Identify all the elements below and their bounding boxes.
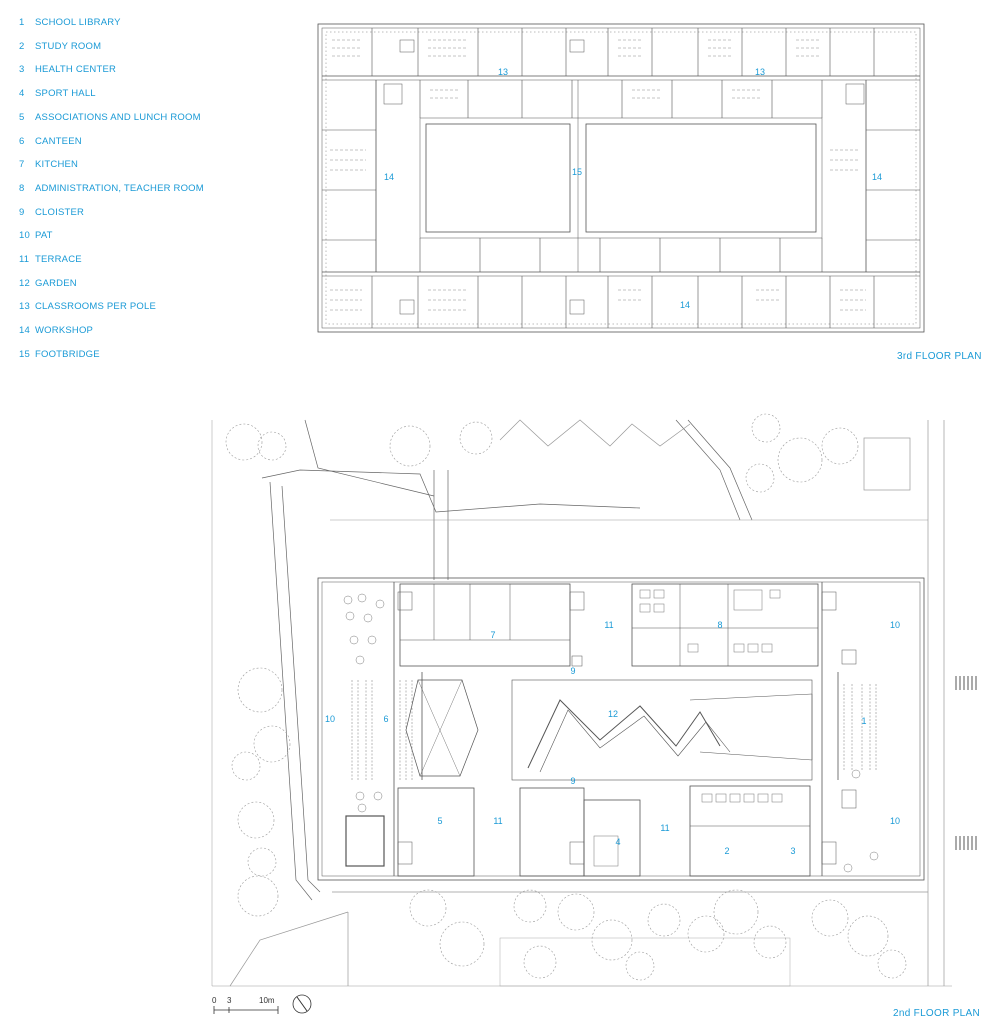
label-pat: 10 [890,620,900,630]
label-terrace: 11 [604,620,613,630]
label-terrace: 11 [493,816,502,826]
label-classrooms-per-pole: 13 [755,67,765,77]
site-trees [225,413,907,981]
label-associations: 5 [437,816,442,826]
third-floor-labels: 13 13 14 15 14 14 [384,67,882,310]
label-workshop: 14 [872,172,882,182]
third-floor-side-partitions [322,80,920,272]
label-canteen: 6 [383,714,388,724]
sport-hall-block [583,799,641,877]
round-tables [343,593,879,873]
scale-three: 3 [227,996,232,1005]
atrium-line [417,679,461,777]
label-kitchen: 7 [490,630,495,640]
site-road [261,469,641,513]
third-floor-top-partitions [371,28,875,118]
third-floor-stairs [383,39,865,315]
label-workshop: 14 [384,172,394,182]
second-floor-caption: 2nd FLOOR PLAN [893,1008,981,1019]
admin-block [631,583,819,667]
crosswalk [955,676,977,850]
label-study-room: 2 [724,846,729,856]
label-cloister: 9 [570,666,575,676]
site-road [269,481,313,901]
third-floor-desks [330,39,866,311]
second-floor-inner-wall [321,581,921,877]
second-floor-building [317,577,925,881]
site-road [304,419,435,497]
third-floor-bottom-partitions [371,238,875,328]
site-road [675,419,741,521]
label-classrooms-per-pole: 13 [498,67,508,77]
third-floor-outer-wall [317,23,925,333]
north-arrow-icon [292,994,312,1014]
lunch-block [345,815,385,867]
lower-block [519,787,585,877]
canteen-tables [351,680,877,780]
second-floor-labels: 7 11 8 10 9 10 6 12 1 9 5 11 11 4 2 3 10 [325,620,900,856]
kitchen-block [399,583,571,667]
second-floor-outer-wall [317,577,925,881]
scale-bar: 0 3 10m [212,996,279,1014]
label-pat: 10 [325,714,335,724]
label-terrace: 11 [660,823,669,833]
third-floor-courtyard-right [585,123,817,233]
site-road [687,419,753,521]
label-garden: 12 [608,709,618,719]
atrium [405,679,479,777]
third-floor-cloister-ring [419,117,823,239]
study-block [689,785,811,877]
garden-path [527,699,721,769]
scale-zero: 0 [212,996,217,1005]
associations-block [397,787,475,877]
label-footbridge: 15 [572,167,582,177]
label-cloister: 9 [570,776,575,786]
third-floor-plan [317,23,925,333]
site-bench-area [499,937,791,987]
label-health-center: 3 [790,846,795,856]
label-administration: 8 [717,620,722,630]
label-school-library: 1 [861,716,866,726]
label-pat: 10 [890,816,900,826]
admin-desks [593,589,783,867]
third-floor-facade-columns [325,31,917,325]
second-floor-stairs [397,591,857,865]
site-parking [863,437,911,491]
second-floor-site [211,419,977,987]
third-floor-courtyard-left [425,123,571,233]
third-floor-inner-wall [321,27,921,329]
label-workshop: 14 [680,300,690,310]
third-floor-caption: 3rd FLOOR PLAN [897,351,982,362]
atrium-line [419,679,463,777]
site-edge [499,419,691,447]
garden-path [689,693,813,761]
scale-ten: 10m [259,996,275,1005]
label-sport-hall: 4 [615,837,620,847]
garden-path [539,709,731,773]
site-road [281,485,321,893]
site-edge [229,911,349,987]
